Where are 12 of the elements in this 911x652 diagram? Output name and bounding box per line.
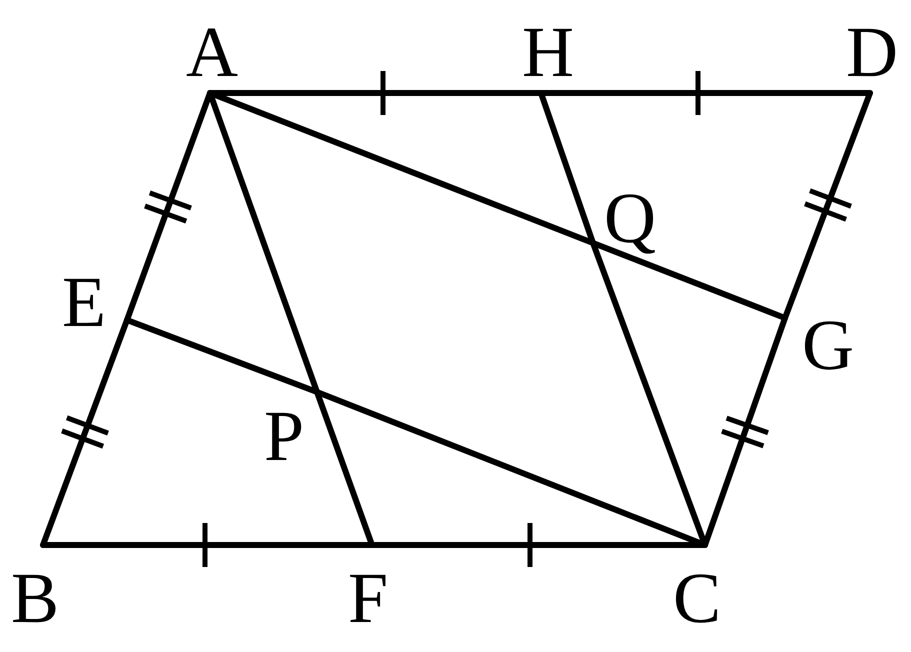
point-label: B bbox=[10, 562, 60, 634]
point-label: E bbox=[62, 266, 106, 338]
point-label: Q bbox=[604, 182, 656, 254]
point-label: C bbox=[672, 562, 722, 634]
point-label: H bbox=[522, 16, 574, 88]
line-segment bbox=[782, 90, 873, 321]
point-label: A bbox=[186, 16, 238, 88]
point-label: G bbox=[802, 309, 854, 381]
point-label: F bbox=[348, 562, 388, 634]
line-segment bbox=[40, 317, 130, 548]
point-label: P bbox=[264, 400, 304, 472]
point-label: D bbox=[846, 16, 898, 88]
